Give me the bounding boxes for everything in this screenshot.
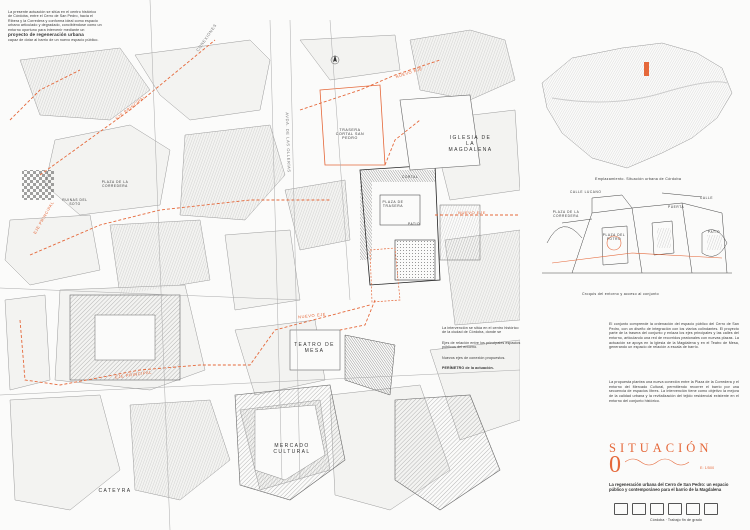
mercado-building (234, 384, 346, 501)
map-caption: Emplazamiento. Situación urbana de Córdo… (595, 177, 682, 181)
footer-text: Córdoba · Trabajo fin de grado (650, 518, 702, 522)
intro-line: La presente actuación se sitúa en el cen… (8, 10, 97, 14)
legend-notes: La intervención se sitúa en el centro hi… (442, 326, 522, 371)
label-nuevo-eje-e: NUEVO EJE (458, 210, 487, 215)
city-map (541, 42, 733, 169)
north-arrow-icon (330, 55, 340, 65)
label-mercado: MERCADO CULTURAL (273, 443, 311, 455)
label-patio: PATIO (408, 222, 421, 226)
label-plaza-trasera: PLAZA DE TRASERA (382, 200, 404, 208)
sketch-label: PLAZA DEL POTRO (602, 233, 626, 241)
wave-ornament-icon (625, 458, 690, 466)
sketch-label: CALLE LUCANO (570, 190, 602, 194)
teatro-building (289, 329, 396, 396)
scale-label: E: 1/500 (700, 466, 715, 470)
label-iglesia: IGLESIA DE LA MAGDALENA (448, 135, 493, 153)
lab-logo-icon (668, 503, 682, 515)
label-plaza-corredera: PLAZA DE LA CORREDERA (101, 180, 129, 188)
sketch-label: PLAZA DE LA CORREDERA (552, 210, 580, 218)
description-p2: La propuesta plantea una nueva conexión … (609, 380, 739, 403)
intro-text: La presente actuación se sitúa en el cen… (8, 10, 133, 43)
intro-tail: capaz de dotar al barrio de un nuevo esp… (8, 38, 99, 43)
iglesia-building (399, 94, 481, 261)
sheet-title: SITUACIÓN (609, 441, 713, 455)
label-cateyra: CATEYRA (98, 488, 132, 494)
sketch-caption: Croquis del entorno y acceso al conjunto (582, 292, 659, 296)
sheet-number: 0 (609, 452, 621, 478)
legend-note: PERÍMETRO de la actuación. (442, 366, 494, 371)
axes (9, 39, 520, 386)
partner-logo-icon (704, 503, 718, 515)
legend-note: Nuevos ejes de conexión propuestos. (442, 355, 506, 360)
plaza-paving (22, 170, 54, 200)
intro-line: entorno oportuno para intervenir mediant… (8, 27, 85, 32)
site-marker-icon (644, 62, 649, 76)
sheet-subtitle: La regeneración urbana del Cerro de San … (609, 482, 729, 493)
intro-highlight: proyecto de regeneración urbana (8, 32, 84, 38)
intro-line: urbano articulado y degradado, concibién… (8, 23, 102, 28)
university-logo-icon (614, 503, 628, 515)
street-lines (0, 0, 520, 530)
intro-line: Ribera y la Corredera y conforma ideal c… (8, 18, 98, 23)
school-logo-icon (632, 503, 646, 515)
courtyard-building (69, 294, 181, 381)
lower-right-building (394, 394, 501, 511)
description-p1: El conjunto comprende la ordenación del … (609, 322, 739, 350)
label-trasera: TRASERA CORTAL SAN PEDRO (335, 128, 365, 140)
sketch-label: CALLE (700, 196, 714, 200)
legend-note: Ejes de relación entre los principales e… (442, 340, 521, 350)
label-ruinas: RUINAS DEL SOTO (62, 198, 88, 206)
legend-note: La intervención se sitúa en el centro hi… (442, 326, 519, 335)
city-logo-icon (686, 503, 700, 515)
department-logo-icon (650, 503, 664, 515)
sketch-label: PUERTA (668, 205, 685, 209)
site-plan (0, 0, 520, 530)
sketch-label: PATIO (708, 230, 721, 234)
perspective-sketch (542, 192, 732, 274)
label-teatro: TEATRO DE MESA (294, 342, 335, 354)
label-cortal: CORTAL (402, 175, 419, 179)
intro-line: de Córdoba, entre el Cerro de San Pedro,… (8, 14, 94, 19)
